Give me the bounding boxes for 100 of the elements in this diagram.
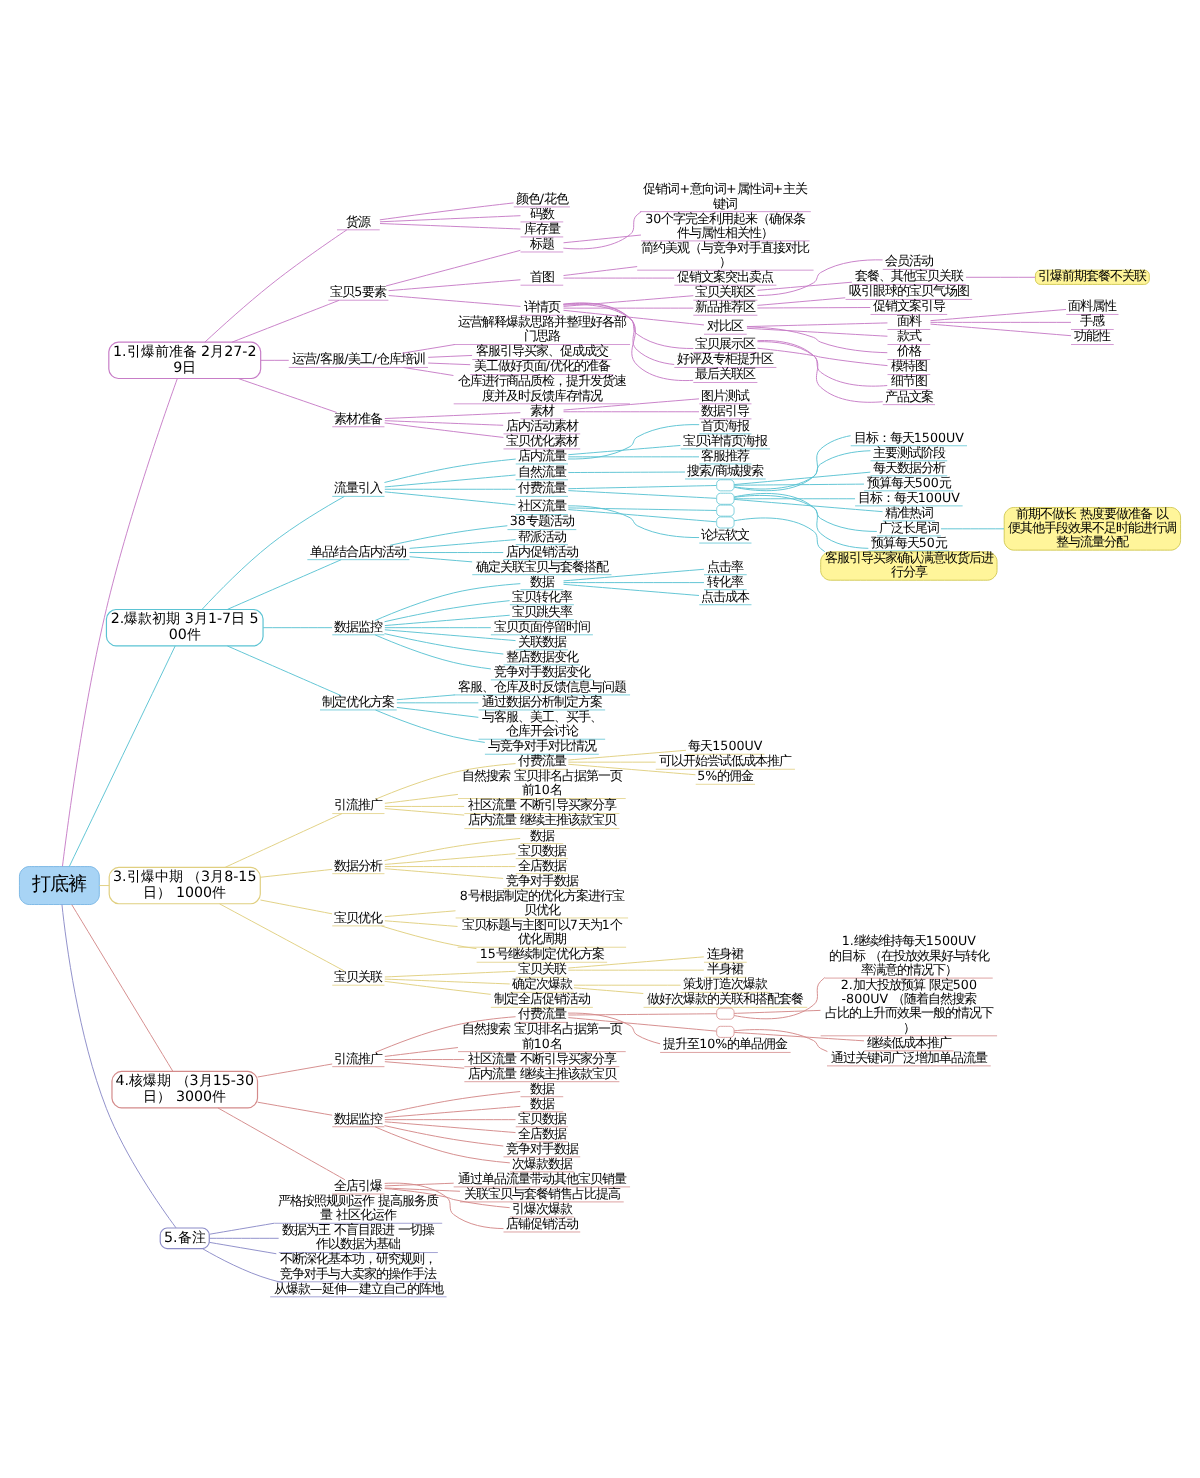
connector — [384, 632, 504, 654]
connector — [567, 506, 717, 510]
connector — [940, 527, 1005, 529]
connector — [384, 457, 517, 482]
connector — [567, 508, 717, 522]
connector — [384, 421, 504, 437]
connector — [384, 411, 521, 419]
connector — [384, 1187, 511, 1208]
connector — [384, 852, 516, 864]
connector — [98, 884, 110, 885]
connector — [260, 898, 333, 914]
connector — [409, 551, 504, 552]
connector — [733, 493, 878, 531]
connector — [733, 497, 884, 512]
connector — [260, 358, 290, 360]
connector — [384, 977, 511, 984]
node-box — [716, 491, 735, 504]
connector — [567, 760, 657, 762]
connector — [384, 867, 504, 878]
connector — [930, 308, 1067, 321]
connector — [563, 294, 694, 306]
connector — [384, 807, 465, 815]
connector — [562, 301, 675, 364]
connector — [71, 903, 174, 1071]
connector — [562, 303, 694, 348]
connector — [201, 495, 345, 609]
connector — [409, 555, 473, 562]
connector — [384, 1120, 516, 1133]
connector — [384, 1186, 461, 1191]
node-box: 打底裤 — [19, 865, 100, 904]
connector — [567, 443, 681, 455]
connector — [733, 482, 865, 485]
connector — [384, 1060, 465, 1068]
connector — [567, 470, 686, 472]
connector — [374, 1125, 511, 1163]
connector — [388, 278, 521, 291]
connector — [563, 410, 700, 412]
connector — [237, 377, 338, 412]
connector — [389, 524, 508, 545]
node-box — [716, 1024, 735, 1037]
connector — [374, 633, 492, 669]
connector — [384, 1124, 504, 1146]
connector — [563, 582, 700, 595]
connector — [260, 867, 333, 877]
connector — [733, 1030, 865, 1041]
connector — [563, 265, 638, 275]
connector — [733, 470, 871, 485]
connector — [567, 455, 700, 457]
connector — [226, 644, 342, 696]
connector — [563, 276, 675, 278]
connector — [231, 298, 340, 342]
connector — [384, 1046, 459, 1056]
connector — [379, 222, 521, 229]
connector — [375, 708, 486, 742]
connector — [402, 366, 454, 375]
connector — [930, 320, 1072, 322]
connector — [384, 909, 456, 917]
connector — [756, 306, 871, 308]
connector — [733, 449, 871, 489]
connector — [562, 210, 642, 249]
connector — [563, 306, 694, 308]
connector — [567, 762, 696, 775]
connector — [209, 1240, 277, 1254]
connector — [384, 1058, 465, 1060]
connector — [257, 1100, 333, 1115]
node-box — [716, 503, 735, 516]
connector — [409, 538, 517, 548]
node-box — [716, 478, 735, 491]
connector — [375, 1015, 517, 1052]
connector — [757, 339, 884, 402]
connector — [563, 567, 705, 581]
connector — [746, 326, 888, 336]
connector — [62, 377, 178, 866]
connector — [573, 983, 681, 985]
connector — [384, 487, 516, 489]
connector — [388, 294, 521, 306]
connector — [567, 484, 717, 489]
connector — [563, 233, 642, 243]
connector — [733, 492, 869, 548]
connector — [567, 748, 687, 760]
connector — [384, 613, 511, 626]
connector — [573, 986, 644, 993]
connector — [257, 1062, 333, 1077]
connector — [224, 812, 343, 867]
connector — [733, 516, 826, 552]
connector — [204, 228, 348, 342]
connector — [61, 903, 177, 1228]
connector — [567, 423, 700, 459]
connector — [733, 976, 826, 1019]
connector — [396, 705, 479, 717]
connector — [401, 343, 456, 353]
connector — [567, 1016, 717, 1031]
connector — [379, 201, 514, 220]
connector — [757, 258, 884, 295]
connector — [756, 280, 853, 290]
connector — [563, 581, 705, 583]
connector — [384, 1104, 521, 1117]
connector — [384, 1090, 521, 1114]
connector — [757, 340, 888, 386]
connector — [396, 693, 456, 700]
